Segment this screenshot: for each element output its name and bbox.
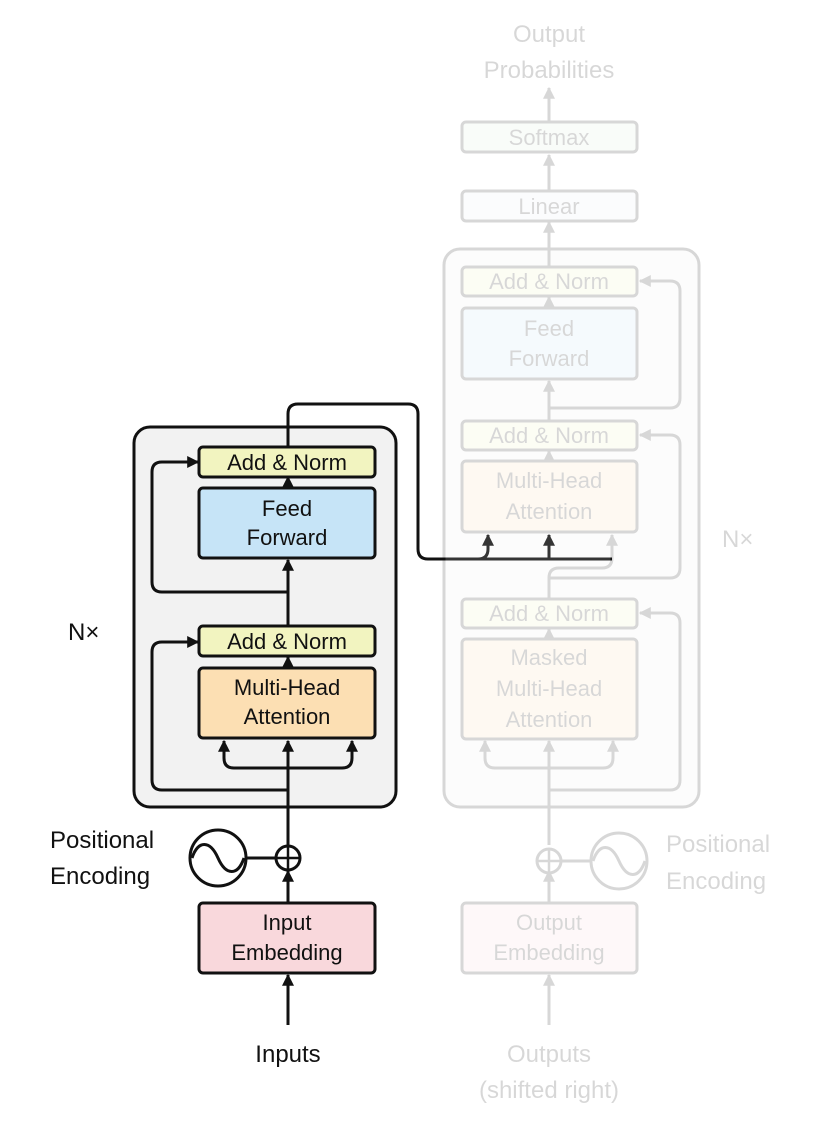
encoder-to-decoder-arrows [477,533,555,561]
encoder-add-norm-top-label: Add & Norm [227,450,347,475]
encoder-feed-forward-label-2: Forward [247,525,328,550]
decoder: Add & Norm Feed Forward Add & Norm Multi… [442,21,770,1104]
encoder-main-arrows [150,402,612,1025]
encoder-feed-forward-label-1: Feed [262,496,312,521]
decoder-output-embedding [460,901,639,975]
decoder-mha-label-1: Multi-Head [496,468,602,493]
decoder-add-norm-top [460,265,639,298]
decoder-add-icon [535,847,563,875]
encoder-add-norm-bottom-label: Add & Norm [227,629,347,654]
decoder-sine-wave-icon [591,846,647,876]
encoder-positional-label-1: Positional [50,827,154,854]
decoder-masked-attention [460,637,639,741]
decoder-arrows [479,86,682,1025]
decoder-masked-label-3: Attention [506,707,593,732]
decoder-add-norm-mid [460,419,639,452]
decoder-add-norm-bottom-label: Add & Norm [489,601,609,626]
encoder-input-embedding [197,901,377,975]
decoder-embedding-label-2: Embedding [493,940,604,965]
encoder-mha-label-2: Attention [244,704,331,729]
encoder-sine-wave-icon [190,843,246,873]
decoder-positional-label-1: Positional [666,831,770,858]
encoder-add-norm-bottom [197,624,377,658]
decoder-add-norm-mid-label: Add & Norm [489,423,609,448]
decoder-feed-forward-label-2: Forward [509,346,590,371]
decoder-block [442,247,701,809]
decoder-softmax-label: Softmax [509,125,590,150]
decoder-masked-label-2: Multi-Head [496,676,602,701]
decoder-mha-label-2: Attention [506,499,593,524]
encoder-embedding-label-1: Input [263,910,312,935]
decoder-add-norm-bottom [460,597,639,630]
decoder-outputs-label-1: Outputs [507,1041,591,1068]
encoder: Add & Norm Feed Forward Add & Norm Multi… [50,402,612,1068]
decoder-linear [460,189,639,223]
decoder-positional-label-2: Encoding [666,868,766,895]
encoder-add-norm-top [197,445,377,479]
encoder-block [132,425,398,809]
decoder-linear-label: Linear [518,194,579,219]
decoder-feed-forward-label-1: Feed [524,316,574,341]
encoder-mha-label-1: Multi-Head [234,675,340,700]
decoder-feed-forward [460,306,639,381]
decoder-positional-encoding-icon [589,831,649,891]
decoder-outputs-label-2: (shifted right) [479,1077,619,1104]
encoder-feed-forward [197,486,377,560]
decoder-multi-head-attention [460,459,639,534]
encoder-multi-head-attention [197,666,377,740]
decoder-output-probs-label-2: Probabilities [484,57,615,84]
encoder-embedding-label-2: Embedding [231,940,342,965]
decoder-add-norm-top-label: Add & Norm [489,269,609,294]
decoder-masked-label-1: Masked [510,645,587,670]
decoder-softmax [460,120,639,154]
decoder-nx-label: N× [722,526,753,553]
decoder-embedding-label-1: Output [516,910,582,935]
encoder-positional-label-2: Encoding [50,863,150,890]
encoder-inputs-label: Inputs [255,1041,320,1068]
decoder-output-probs-label-1: Output [513,21,585,48]
encoder-nx-label: N× [68,619,99,646]
